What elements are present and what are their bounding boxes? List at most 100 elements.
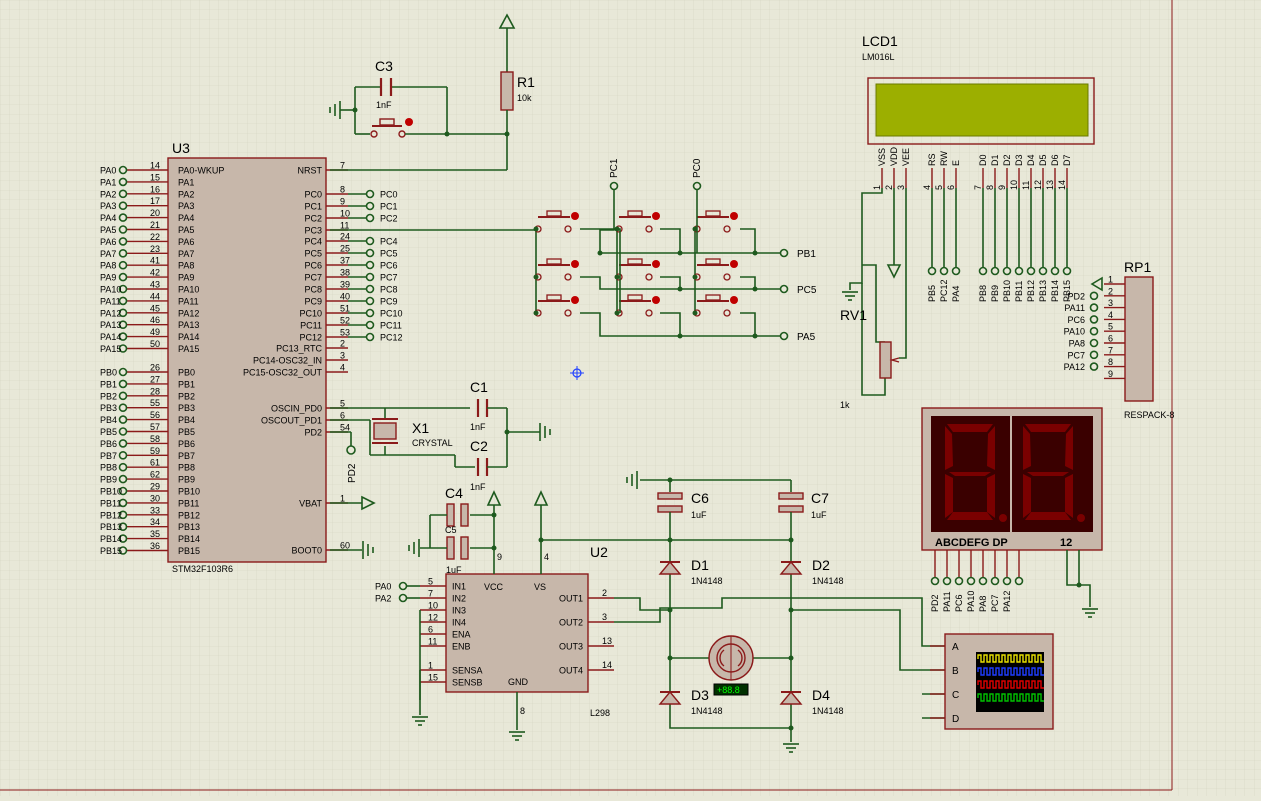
keypad-key-indicator[interactable] (571, 296, 579, 304)
u2-input-terminal[interactable] (398, 581, 408, 591)
u3-right-terminal[interactable] (365, 236, 375, 246)
u3-left-terminal[interactable] (118, 379, 128, 389)
lcd-net-terminal[interactable] (1014, 266, 1024, 276)
u3-left-terminal[interactable] (118, 284, 128, 294)
keypad-col-terminal[interactable] (609, 181, 619, 191)
lcd-net-terminal[interactable] (1026, 266, 1036, 276)
keypad-row-terminal[interactable] (779, 248, 789, 258)
u3-left-terminal[interactable] (118, 225, 128, 234)
u3-left-terminal[interactable] (118, 510, 128, 520)
seg-terminal[interactable] (954, 576, 964, 586)
keypad-key-indicator[interactable] (571, 212, 579, 220)
u2-input-terminal[interactable] (398, 593, 408, 603)
u3-right-terminal[interactable] (365, 201, 375, 211)
u3-left-terminal[interactable] (118, 344, 128, 353)
u3-left-terminal[interactable] (118, 427, 128, 436)
seg-terminal[interactable] (930, 576, 940, 586)
rv1-body[interactable] (879, 341, 892, 379)
lcd-net-terminal[interactable] (990, 266, 1000, 276)
u3-left-terminal[interactable] (118, 522, 128, 532)
u3-left-terminal[interactable] (118, 486, 128, 496)
keypad-key-indicator[interactable] (730, 296, 738, 304)
u3-right-terminal[interactable] (365, 296, 375, 306)
rp1-terminal[interactable] (1089, 291, 1099, 301)
dc-motor[interactable]: +88.8 (708, 635, 754, 696)
lcd-net-terminal[interactable] (978, 266, 988, 276)
u3-left-terminal[interactable] (118, 439, 128, 448)
rp1-terminal[interactable] (1089, 338, 1099, 348)
u3-left-terminal[interactable] (118, 534, 128, 543)
u3-right-terminal[interactable] (365, 320, 375, 330)
u3-left-terminal[interactable] (118, 308, 128, 318)
u3-right-terminal[interactable] (365, 260, 375, 270)
u3-left-terminal[interactable] (118, 249, 128, 258)
keypad-row-terminal[interactable] (779, 331, 789, 341)
lcd-net-terminal[interactable] (939, 266, 949, 276)
u2-body[interactable] (445, 573, 589, 693)
diode-icon[interactable] (779, 690, 803, 705)
lcd-net-terminal[interactable] (951, 266, 961, 276)
u3-right-terminal[interactable] (365, 272, 375, 282)
u3-right-terminal[interactable] (365, 213, 375, 223)
lcd-net-terminal[interactable] (1002, 266, 1012, 276)
u3-left-terminal[interactable] (118, 450, 128, 460)
diode-icon[interactable] (658, 690, 682, 705)
u3-left-terminal[interactable] (118, 165, 128, 175)
seg-terminal[interactable] (978, 576, 988, 586)
rv1-potentiometer[interactable]: RV1 1k (840, 307, 900, 410)
lcd-display[interactable]: LCD1 LM016L VSS1VDD2VEE3RS4PB5RW5PC12E6P… (842, 33, 1095, 396)
keypad-key-indicator[interactable] (652, 296, 660, 304)
u3-left-terminal[interactable] (118, 367, 128, 377)
u3-left-terminal[interactable] (118, 177, 128, 187)
lcd-net-terminal[interactable] (1050, 266, 1060, 276)
keypad-key-indicator[interactable] (652, 212, 660, 220)
u3-left-terminal[interactable] (118, 403, 128, 413)
u3-left-terminal[interactable] (118, 546, 128, 555)
supply-decoupling[interactable]: C4 C5 1uF C6 1uF C7 1uF (408, 471, 829, 575)
keypad-row-terminal[interactable] (779, 284, 789, 294)
diode-icon[interactable] (779, 560, 803, 575)
lcd-net-terminal[interactable] (1038, 266, 1048, 276)
u3-right-terminal[interactable] (365, 248, 375, 258)
lcd-screen[interactable] (875, 83, 1089, 137)
u3-left-terminal[interactable] (118, 260, 128, 270)
rp1-terminal[interactable] (1089, 303, 1099, 312)
keypad-key-indicator[interactable] (730, 260, 738, 268)
x1-crystal[interactable] (373, 422, 397, 440)
lcd-net-terminal[interactable] (1062, 266, 1072, 276)
diode-icon[interactable] (658, 560, 682, 575)
u3-left-terminal[interactable] (118, 237, 128, 246)
u3-left-terminal[interactable] (118, 320, 128, 330)
keypad-key-indicator[interactable] (652, 260, 660, 268)
seg-terminal[interactable] (990, 576, 1000, 586)
keypad-key-indicator[interactable] (730, 212, 738, 220)
rp1-terminal[interactable] (1089, 326, 1099, 336)
lcd-net-terminal[interactable] (927, 266, 937, 276)
reset-network[interactable]: R1 10k C3 1nF (329, 13, 535, 171)
u3-left-terminal[interactable] (118, 462, 128, 472)
u3-left-terminal[interactable] (118, 474, 128, 484)
u3-right-terminal[interactable] (365, 308, 375, 318)
rp1-terminal[interactable] (1089, 362, 1099, 371)
keypad-col-terminal[interactable] (692, 181, 702, 191)
rp1-terminal[interactable] (1089, 315, 1099, 324)
seg-terminal[interactable] (1002, 576, 1012, 586)
u3-left-terminal[interactable] (118, 213, 128, 222)
pd2-terminal[interactable] (346, 445, 356, 455)
seg-terminal[interactable] (966, 576, 976, 586)
u3-left-terminal[interactable] (118, 332, 128, 341)
keypad-matrix[interactable] (330, 181, 789, 341)
oscilloscope[interactable]: ABCD (930, 633, 1054, 730)
seg-terminal[interactable] (1014, 576, 1024, 586)
u3-right-terminal[interactable] (365, 189, 375, 199)
u3-left-terminal[interactable] (118, 201, 128, 210)
u3-left-terminal[interactable] (118, 296, 128, 306)
u3-body[interactable] (167, 157, 327, 563)
keypad-key-indicator[interactable] (571, 260, 579, 268)
